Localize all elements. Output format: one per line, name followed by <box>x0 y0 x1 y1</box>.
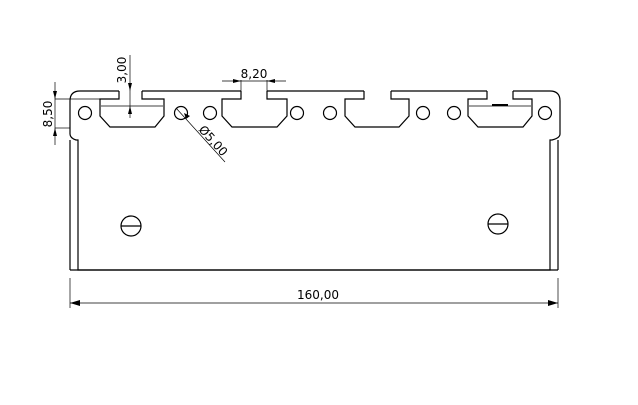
mounting-holes <box>120 213 509 237</box>
holes <box>77 105 553 121</box>
dim-height: 8,50 <box>41 101 55 128</box>
dim-slot-depth: 3,00 <box>115 57 129 84</box>
profile-outline <box>69 90 561 271</box>
dim-hole-diameter: Ø5,00 <box>196 123 231 159</box>
dim-slot-opening: 8,20 <box>241 67 268 81</box>
dimension-lines <box>53 55 559 308</box>
dim-overall-width: 160,00 <box>297 288 339 302</box>
t-slots <box>99 91 533 128</box>
